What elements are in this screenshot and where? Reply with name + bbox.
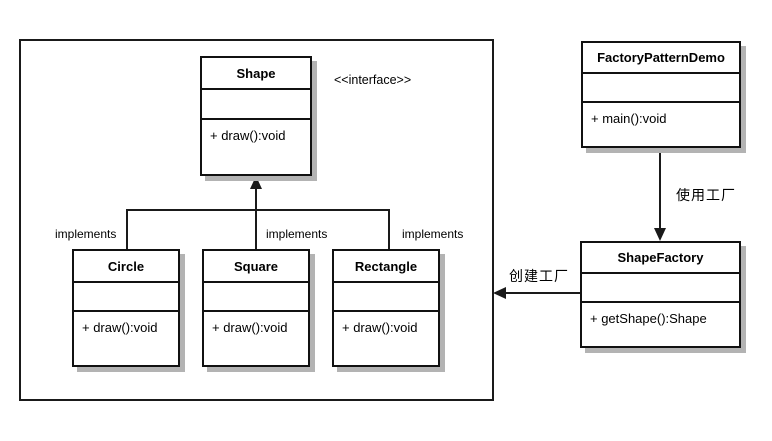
edge-creates-factory-horizontal [505,292,580,294]
class-attributes-shape [202,90,310,120]
use-factory-label: 使用工厂 [676,187,736,203]
class-box-shape: Shape + draw():void [200,56,312,176]
edge-implements-circle-vertical [126,209,128,249]
class-box-circle: Circle + draw():void [72,249,180,367]
class-box-factory-pattern-demo: FactoryPatternDemo + main():void [581,41,741,148]
edge-implements-tree-horizontal [126,209,390,211]
class-method-rectangle: + draw():void [342,320,418,335]
inheritance-arrowhead-icon [250,176,262,189]
class-attributes-rectangle [334,283,438,312]
class-attributes-factory-pattern-demo [583,74,739,103]
class-title-shape: Shape [202,58,310,90]
class-attributes-circle [74,283,178,312]
interface-stereotype-label: <<interface>> [334,73,412,87]
edge-implements-square-vertical [255,187,257,249]
implements-label-square: implements [266,227,328,241]
class-box-shape-factory: ShapeFactory + getShape():Shape [580,241,741,348]
edge-implements-rectangle-vertical [388,209,390,249]
class-title-shape-factory: ShapeFactory [582,243,739,274]
class-attributes-shape-factory [582,274,739,303]
class-method-factory-pattern-demo: + main():void [591,111,667,126]
class-method-circle: + draw():void [82,320,158,335]
class-method-square: + draw():void [212,320,288,335]
class-method-shape-factory: + getShape():Shape [590,311,707,326]
class-title-rectangle: Rectangle [334,251,438,283]
edge-uses-factory-vertical [659,148,661,230]
implements-label-circle: implements [55,227,117,241]
class-box-rectangle: Rectangle + draw():void [332,249,440,367]
create-factory-label: 创建工厂 [509,268,569,284]
class-title-factory-pattern-demo: FactoryPatternDemo [583,43,739,74]
class-box-square: Square + draw():void [202,249,310,367]
class-title-square: Square [204,251,308,283]
creates-factory-arrowhead-icon [493,287,506,299]
implements-label-rectangle: implements [402,227,464,241]
class-attributes-square [204,283,308,312]
class-title-circle: Circle [74,251,178,283]
uses-factory-arrowhead-icon [654,228,666,241]
class-method-shape: + draw():void [210,128,286,143]
